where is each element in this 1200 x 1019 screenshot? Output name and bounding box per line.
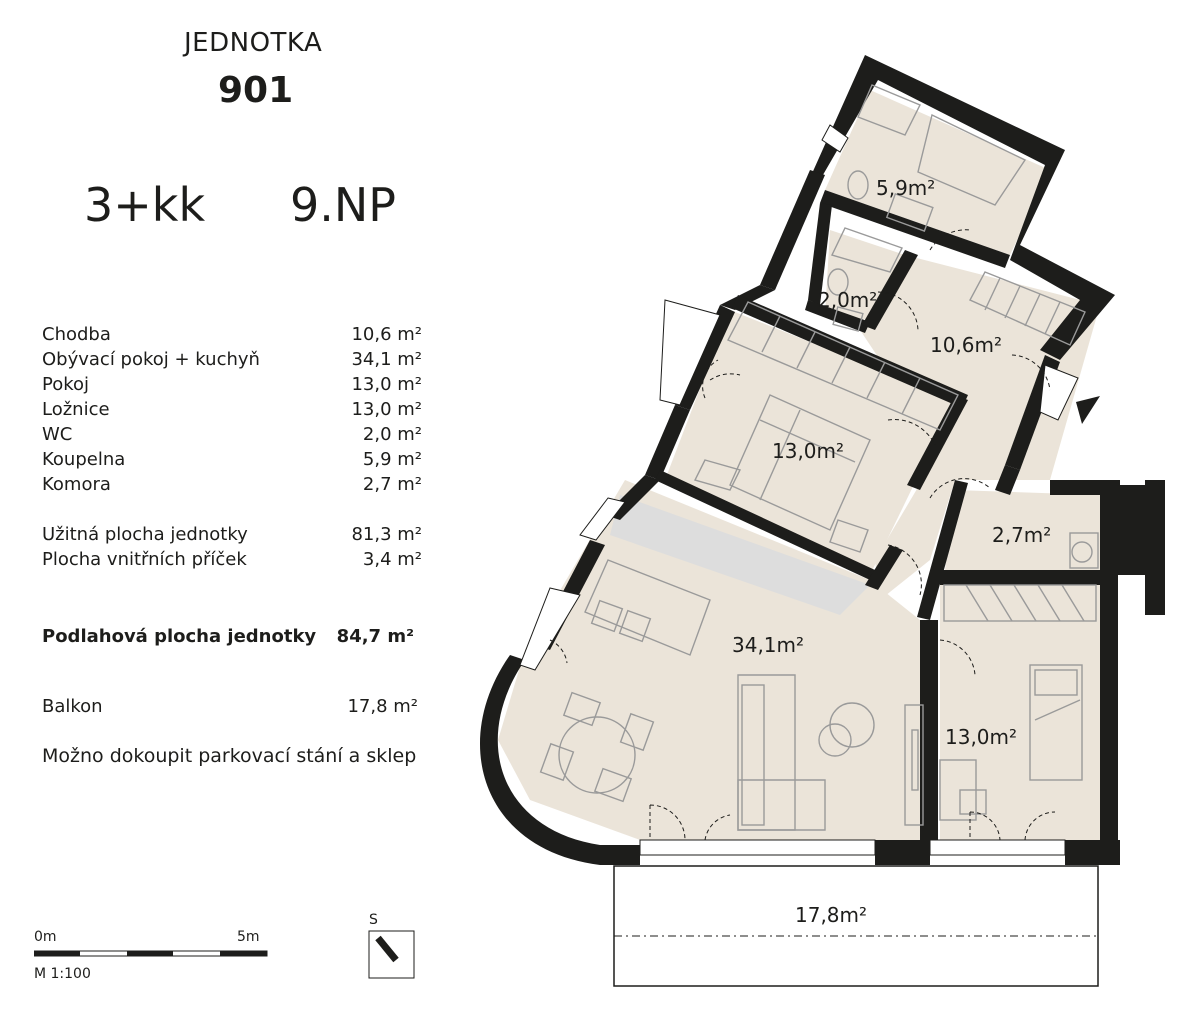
room-name: Pokoj [42,374,90,395]
kitchen-counter [610,495,870,615]
usable-area-label: Užitná plocha jednotky [42,524,248,545]
area-label-living: 34,1m² [732,633,804,657]
unit-floor: 9.NP [290,178,397,232]
room-area: 2,7 m² [362,474,422,495]
scale-ratio: M 1:100 [34,966,91,982]
unit-type: 3+kk [84,178,206,232]
area-label-hall: 10,6m² [930,333,1002,357]
room-name: WC [42,424,73,445]
walls-area-value: 3,4 m² [362,549,422,570]
walls-area-label: Plocha vnitřních příček [42,549,247,570]
room-name: Chodba [42,324,111,345]
scale-end-label: 5m [237,929,260,945]
floor-plan: 5,9m² 2,0m² 10,6m² 13,0m² 2,7m² 34,1m² 1… [480,55,1165,987]
scale-start-label: 0m [34,929,57,945]
room-name: Koupelna [42,449,126,470]
room-area: 34,1 m² [351,349,422,370]
room-area-table: Chodba 10,6 m² Obývací pokoj + kuchyň 34,1… [42,322,422,497]
totals-table: Užitná plocha jednotky 81,3 m² Plocha vni… [42,522,422,572]
entrance-arrow-icon [1076,396,1100,424]
room-name: Komora [42,474,111,495]
usable-area-value: 81,3 m² [351,524,422,545]
room-row: Ložnice 13,0 m² [42,397,422,422]
room-name: Ložnice [42,399,110,420]
compass-icon [368,930,415,979]
room-area: 2,0 m² [362,424,422,445]
doors [549,229,1056,841]
purchase-note: Možno dokoupit parkovací stání a sklep [42,745,417,767]
room-name: Obývací pokoj + kuchyň [42,349,260,370]
balcony-value: 17,8 m² [347,696,418,717]
area-label-wc: 2,0m² [818,288,877,312]
windows [519,124,1079,856]
compass-letter: S [369,912,378,928]
area-label-balcony: 17,8m² [795,903,867,927]
floor-area-value: 84,7 m² [336,626,414,647]
unit-label: JEDNOTKA [184,28,323,58]
room-row: WC 2,0 m² [42,422,422,447]
usable-area-row: Užitná plocha jednotky 81,3 m² [42,522,422,547]
room-area: 13,0 m² [351,374,422,395]
floor-area-label: Podlahová plocha jednotky [42,626,317,647]
area-label-bathroom: 5,9m² [876,176,935,200]
room-area: 13,0 m² [351,399,422,420]
room-row: Komora 2,7 m² [42,472,422,497]
furniture [539,84,1099,831]
room-area: 10,6 m² [351,324,422,345]
scale-bar [34,950,268,957]
walls-area-row: Plocha vnitřních příček 3,4 m² [42,547,422,572]
unit-number: 901 [218,70,294,111]
area-label-storage: 2,7m² [992,523,1051,547]
room-row: Obývací pokoj + kuchyň 34,1 m² [42,347,422,372]
floor-area-row: Podlahová plocha jednotky 84,7 m² [42,624,414,649]
balcony-label: Balkon [42,696,103,717]
room-row: Pokoj 13,0 m² [42,372,422,397]
area-label-bedroom: 13,0m² [772,439,844,463]
room-row: Chodba 10,6 m² [42,322,422,347]
balcony-row: Balkon 17,8 m² [42,694,418,719]
room-row: Koupelna 5,9 m² [42,447,422,472]
room-area: 5,9 m² [362,449,422,470]
area-label-room: 13,0m² [945,725,1017,749]
balcony [613,865,1099,987]
